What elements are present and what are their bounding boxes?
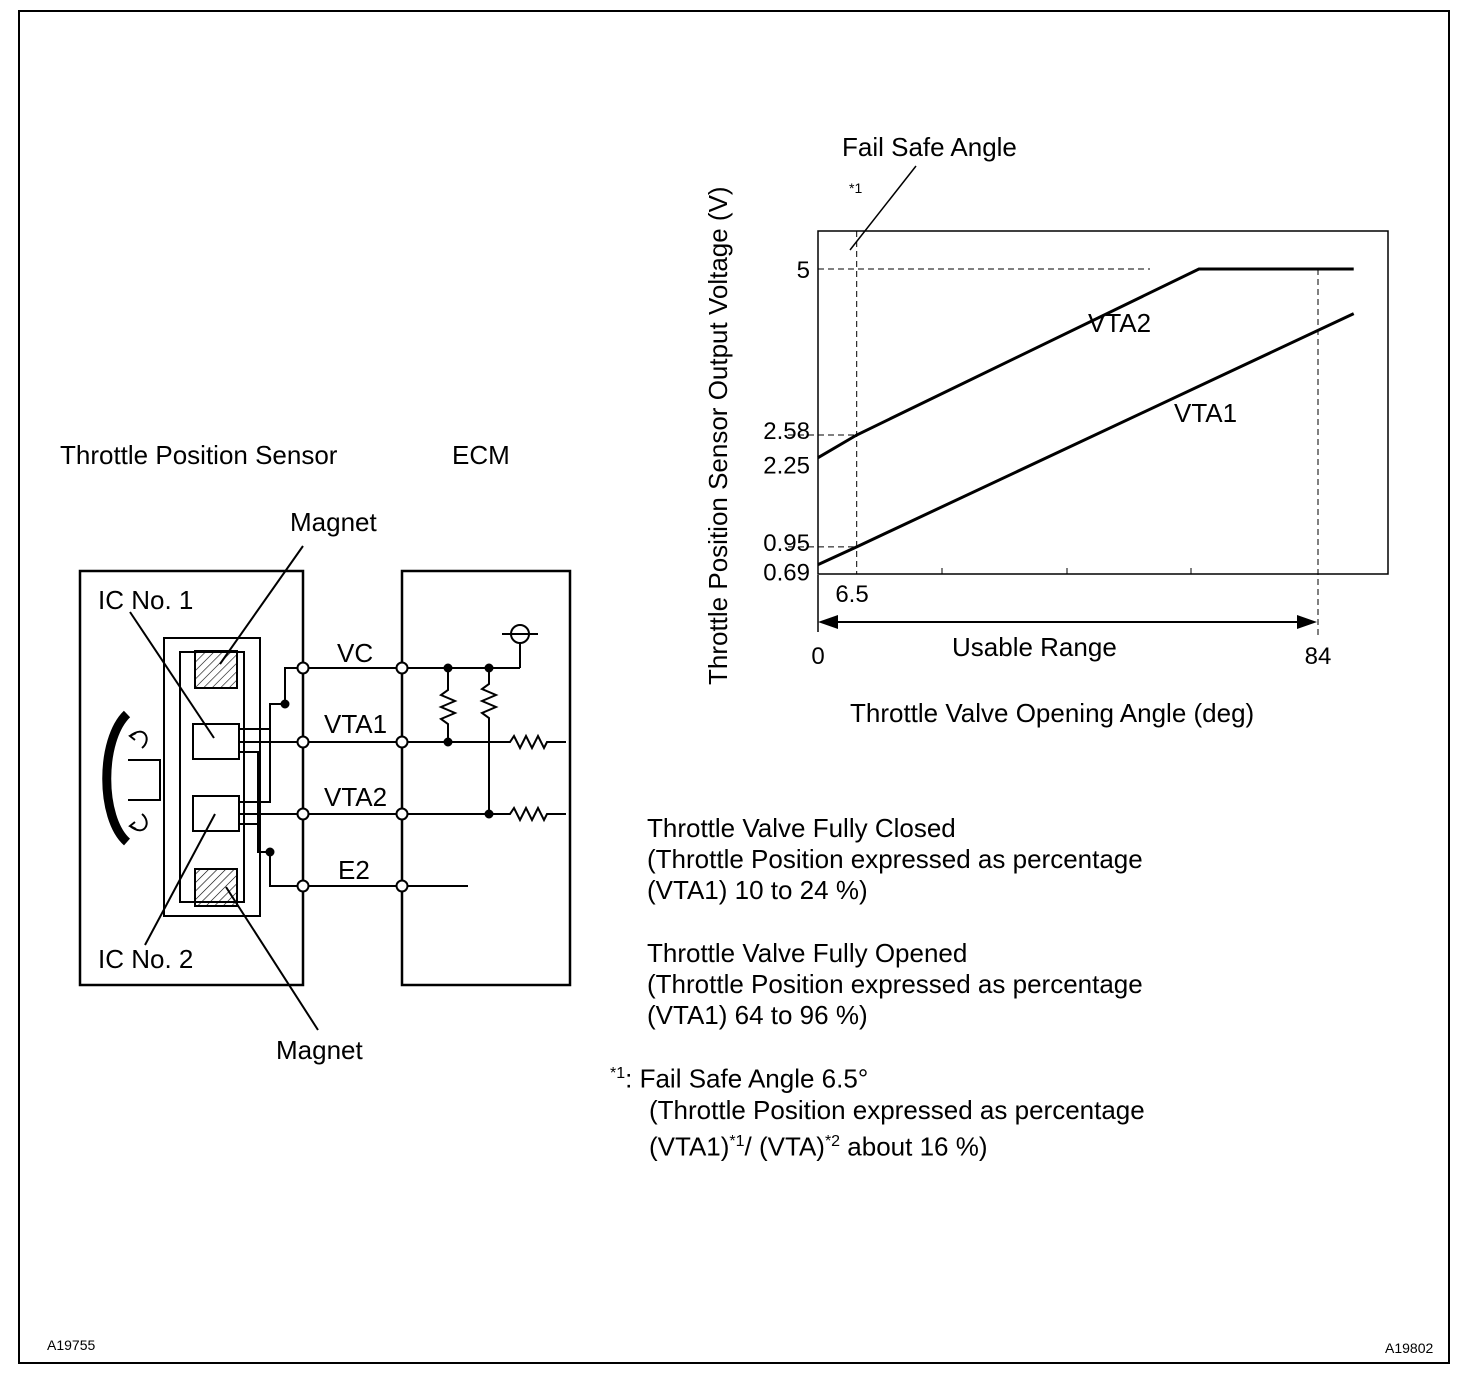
- fail-safe-annotation: Fail Safe Angle: [842, 132, 1017, 162]
- magnet-bottom-label: Magnet: [276, 1035, 363, 1065]
- shaft-rotation-band: [102, 710, 131, 846]
- x-tick-label: 6.5: [835, 581, 868, 608]
- junction-dot: [265, 847, 275, 857]
- y-axis-label: Throttle Position Sensor Output Voltage …: [703, 186, 733, 685]
- note-closed-line: (VTA1) 10 to 24 %): [647, 875, 868, 905]
- x-tick-label: 0: [811, 643, 824, 670]
- pullup-resistor-2: [479, 668, 499, 814]
- y-tick-label: 2.58: [763, 418, 810, 445]
- footnote-about: about 16 %): [840, 1131, 988, 1162]
- ecm-title: ECM: [452, 440, 510, 470]
- magnet-bottom: [194, 868, 238, 907]
- x-tick-label: 84: [1305, 643, 1332, 670]
- fail-safe-ref: *1: [849, 180, 862, 196]
- rotation-arrow-icon: [128, 730, 148, 749]
- note-opened-line: Throttle Valve Fully Opened: [647, 938, 968, 968]
- note-opened-line: (Throttle Position expressed as percenta…: [647, 969, 1143, 999]
- ic1-chip: [192, 723, 240, 760]
- voltage-chart: 5 2.58 2.25 0.95 0.69 0 6.5 84 Throttle Positi…: [703, 132, 1389, 728]
- magnet-top-label: Magnet: [290, 507, 377, 537]
- footnote: *1: Fail Safe Angle 6.5° (Throttle Posit…: [610, 1058, 1145, 1162]
- ic1-leader: [129, 611, 215, 739]
- series-line-vta2: [817, 267, 1354, 459]
- plot-area: [817, 230, 1389, 575]
- figure-code-left: A19755: [47, 1337, 96, 1353]
- footnote-vta: / (VTA): [744, 1131, 825, 1162]
- pullup-resistor-1: [438, 668, 458, 742]
- terminal-e2-ecm: [395, 879, 409, 893]
- ic1-e2-wire: [239, 751, 303, 887]
- footnote-line1: : Fail Safe Angle 6.5°: [625, 1063, 869, 1094]
- ecm-housing: [400, 569, 572, 987]
- shaft: [128, 759, 161, 801]
- sensor-housing: [78, 569, 305, 987]
- series-lines: [817, 267, 1355, 567]
- x-tick-labels: 0 6.5 84: [811, 581, 1331, 670]
- sensor-title: Throttle Position Sensor: [60, 440, 338, 470]
- circuit-diagram: Throttle Position Sensor ECM Magnet IC N…: [60, 440, 572, 1065]
- ic2-chip: [192, 795, 240, 832]
- terminal-vta1-ecm: [395, 735, 409, 749]
- ic1-vc-wire: [239, 667, 303, 730]
- ic2-vc-wire: [239, 729, 271, 803]
- vta2-input-resistor: [407, 805, 566, 823]
- note-fully-opened: Throttle Valve Fully Opened (Throttle Po…: [647, 938, 1143, 1031]
- arrow-left-icon: [818, 615, 838, 629]
- terminal-vta1-sensor: [296, 735, 310, 749]
- ic2-leader: [144, 813, 216, 946]
- terminal-e2-sensor: [296, 879, 310, 893]
- footnote-line3: (VTA1)*1/ (VTA)*2 about 16 %): [610, 1126, 1145, 1163]
- y-tick-label: 2.25: [763, 453, 810, 480]
- magnet-top: [194, 650, 238, 689]
- arrow-right-icon: [1297, 615, 1317, 629]
- rotation-arrow-icon-2: [128, 813, 148, 832]
- vta1-input-resistor: [407, 733, 566, 751]
- y-tick-labels: 5 2.58 2.25 0.95 0.69: [763, 257, 810, 587]
- series-label-vta2: VTA2: [1088, 308, 1151, 338]
- footnote-mark: *1: [610, 1065, 626, 1082]
- note-closed-line: Throttle Valve Fully Closed: [647, 813, 956, 843]
- magnet-bottom-leader: [225, 886, 319, 1031]
- note-closed-line: (Throttle Position expressed as percenta…: [647, 844, 1143, 874]
- ic2-label: IC No. 2: [98, 944, 193, 974]
- terminal-vta2-sensor: [296, 807, 310, 821]
- terminal-label-vta1: VTA1: [324, 709, 387, 739]
- x-axis-label: Throttle Valve Opening Angle (deg): [850, 698, 1254, 728]
- usable-range-label: Usable Range: [952, 632, 1117, 662]
- y-tick-label: 0.95: [763, 530, 810, 557]
- note-fully-closed: Throttle Valve Fully Closed (Throttle Po…: [647, 813, 1143, 906]
- diagram-frame: [18, 10, 1450, 1364]
- sensor-module-outer: [163, 637, 261, 917]
- sensor-module-inner: [179, 651, 245, 903]
- terminal-label-vc: VC: [337, 638, 373, 668]
- terminal-vta2-ecm: [395, 807, 409, 821]
- fail-safe-leader: [849, 165, 917, 251]
- figure-code-right: A19802: [1385, 1340, 1434, 1356]
- ic1-label: IC No. 1: [98, 585, 193, 615]
- note-opened-line: (VTA1) 64 to 96 %): [647, 1000, 868, 1030]
- junction-dot: [280, 699, 290, 709]
- footnote-sup2: *2: [824, 1132, 841, 1150]
- terminal-vc-sensor: [296, 661, 310, 675]
- magnet-top-leader: [219, 545, 304, 665]
- series-label-vta1: VTA1: [1174, 398, 1237, 428]
- y-tick-label: 5: [797, 257, 810, 284]
- footnote-line2: (Throttle Position expressed as percenta…: [649, 1094, 1145, 1125]
- footnote-sup1: *1: [729, 1132, 745, 1150]
- series-line-vta1: [817, 312, 1355, 567]
- terminal-label-vta2: VTA2: [324, 782, 387, 812]
- x-minor-ticks: [941, 568, 1192, 574]
- footnote-vta1: (VTA1): [649, 1131, 730, 1162]
- terminal-vc-ecm: [395, 661, 409, 675]
- y-tick-label: 0.69: [763, 560, 810, 587]
- terminal-label-e2: E2: [338, 855, 370, 885]
